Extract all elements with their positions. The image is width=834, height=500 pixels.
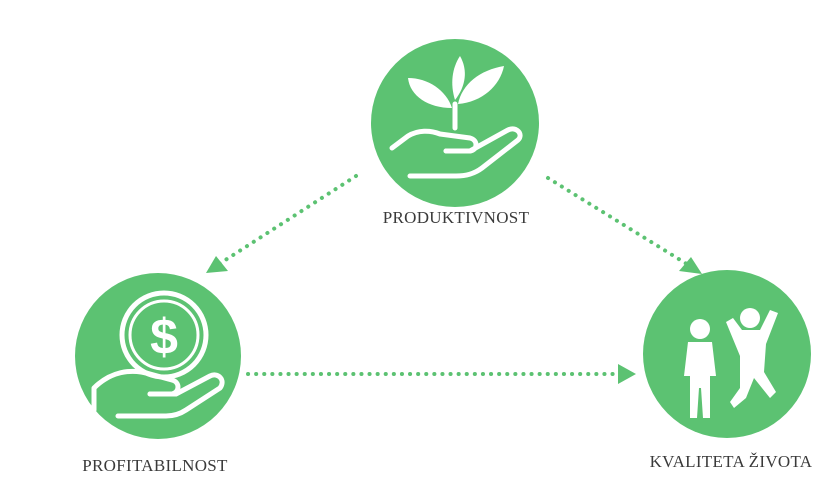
profitability-label: PROFITABILNOST	[82, 456, 228, 475]
arrowhead-quality-left	[618, 364, 636, 384]
arrowheads	[206, 256, 702, 384]
dollar-coin-in-hand-icon: $	[91, 290, 225, 419]
quality-label: KVALITETA ŽIVOTA	[649, 452, 813, 471]
edges	[214, 174, 692, 376]
node-productivity	[371, 39, 539, 207]
node-profitability: $	[75, 273, 241, 439]
svg-text:$: $	[150, 309, 178, 365]
arrow-productivity-to-profitability	[214, 174, 358, 268]
productivity-label: PRODUKTIVNOST	[382, 208, 530, 227]
plant-in-hand-icon	[389, 56, 523, 179]
happy-people-icon	[684, 308, 778, 418]
node-quality	[643, 270, 811, 438]
arrowhead-profitability	[206, 256, 228, 273]
quality-circle	[643, 270, 811, 438]
arrowhead-quality-top	[679, 257, 702, 274]
arrow-productivity-to-quality	[546, 176, 692, 268]
